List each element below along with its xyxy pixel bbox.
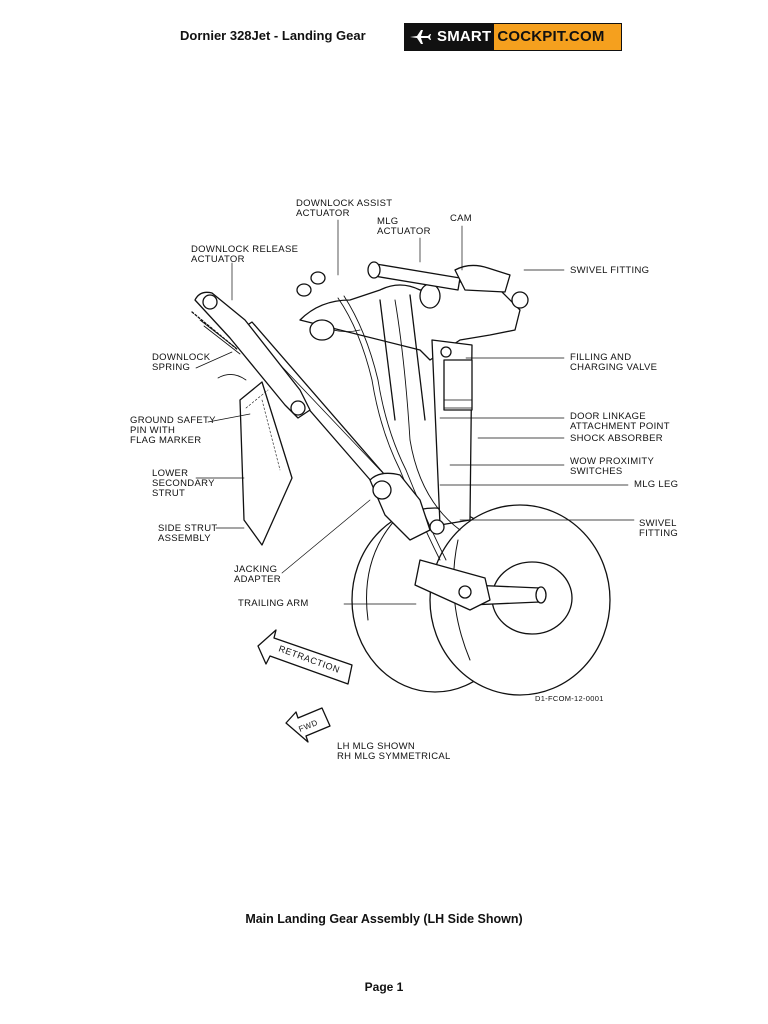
lower-knuckle [369,472,445,541]
leader-lines [195,219,635,605]
callout-mlg-actuator: MLG ACTUATOR [377,216,431,237]
callout-swivel-fitting-bottom: SWIVEL FITTING [639,518,679,539]
callout-jacking-adapter: JACKING ADAPTER [234,564,281,585]
logo-word-cockpit: COCKPIT.COM [497,28,605,45]
retraction-arrow: RETRACTION [257,629,353,685]
orientation-note: LH MLG SHOWN RH MLG SYMMETRICAL [337,741,451,762]
callout-downlock-assist-actuator: DOWNLOCK ASSIST ACTUATOR [296,198,393,219]
callout-door-linkage: DOOR LINKAGE ATTACHMENT POINT [570,411,670,432]
mlg-leg [431,339,473,526]
callout-ground-safety-pin: GROUND SAFETY PIN WITH FLAG MARKER [130,415,216,446]
trailing-arm [414,559,491,611]
downlock-release-actuator [191,291,311,419]
logo-word-smart: SMART [435,24,495,50]
callout-cam: CAM [450,213,473,224]
fwd-arrow: FWD [285,707,331,743]
cam [454,264,511,293]
document-title: Dornier 328Jet - Landing Gear [180,28,366,43]
callout-swivel-fitting-top: SWIVEL FITTING [570,265,650,276]
callout-wow-switches: WOW PROXIMITY SWITCHES [570,456,655,477]
callout-filling-charging-valve: FILLING AND CHARGING VALVE [570,352,658,373]
page-number: Page 1 [364,980,404,994]
smartcockpit-logo: SMART COCKPIT.COM [404,23,622,51]
upper-frame [296,271,529,421]
figure-caption: Main Landing Gear Assembly (LH Side Show… [245,912,523,926]
mlg-actuator [367,261,461,291]
callout-shock-absorber: SHOCK ABSORBER [570,433,663,444]
flag-marker [217,374,293,546]
callout-mlg-leg: MLG LEG [634,479,679,490]
callout-downlock-release-actuator: DOWNLOCK RELEASE ACTUATOR [191,244,299,265]
airplane-icon [405,24,435,50]
callout-lower-secondary-strut: LOWER SECONDARY STRUT [152,468,215,499]
callout-side-strut-assembly: SIDE STRUT ASSEMBLY [158,523,218,544]
callout-trailing-arm: TRAILING ARM [238,598,309,609]
drawing-reference: D1-FCOM-12-0001 [535,694,604,703]
callout-downlock-spring: DOWNLOCK SPRING [152,352,211,373]
